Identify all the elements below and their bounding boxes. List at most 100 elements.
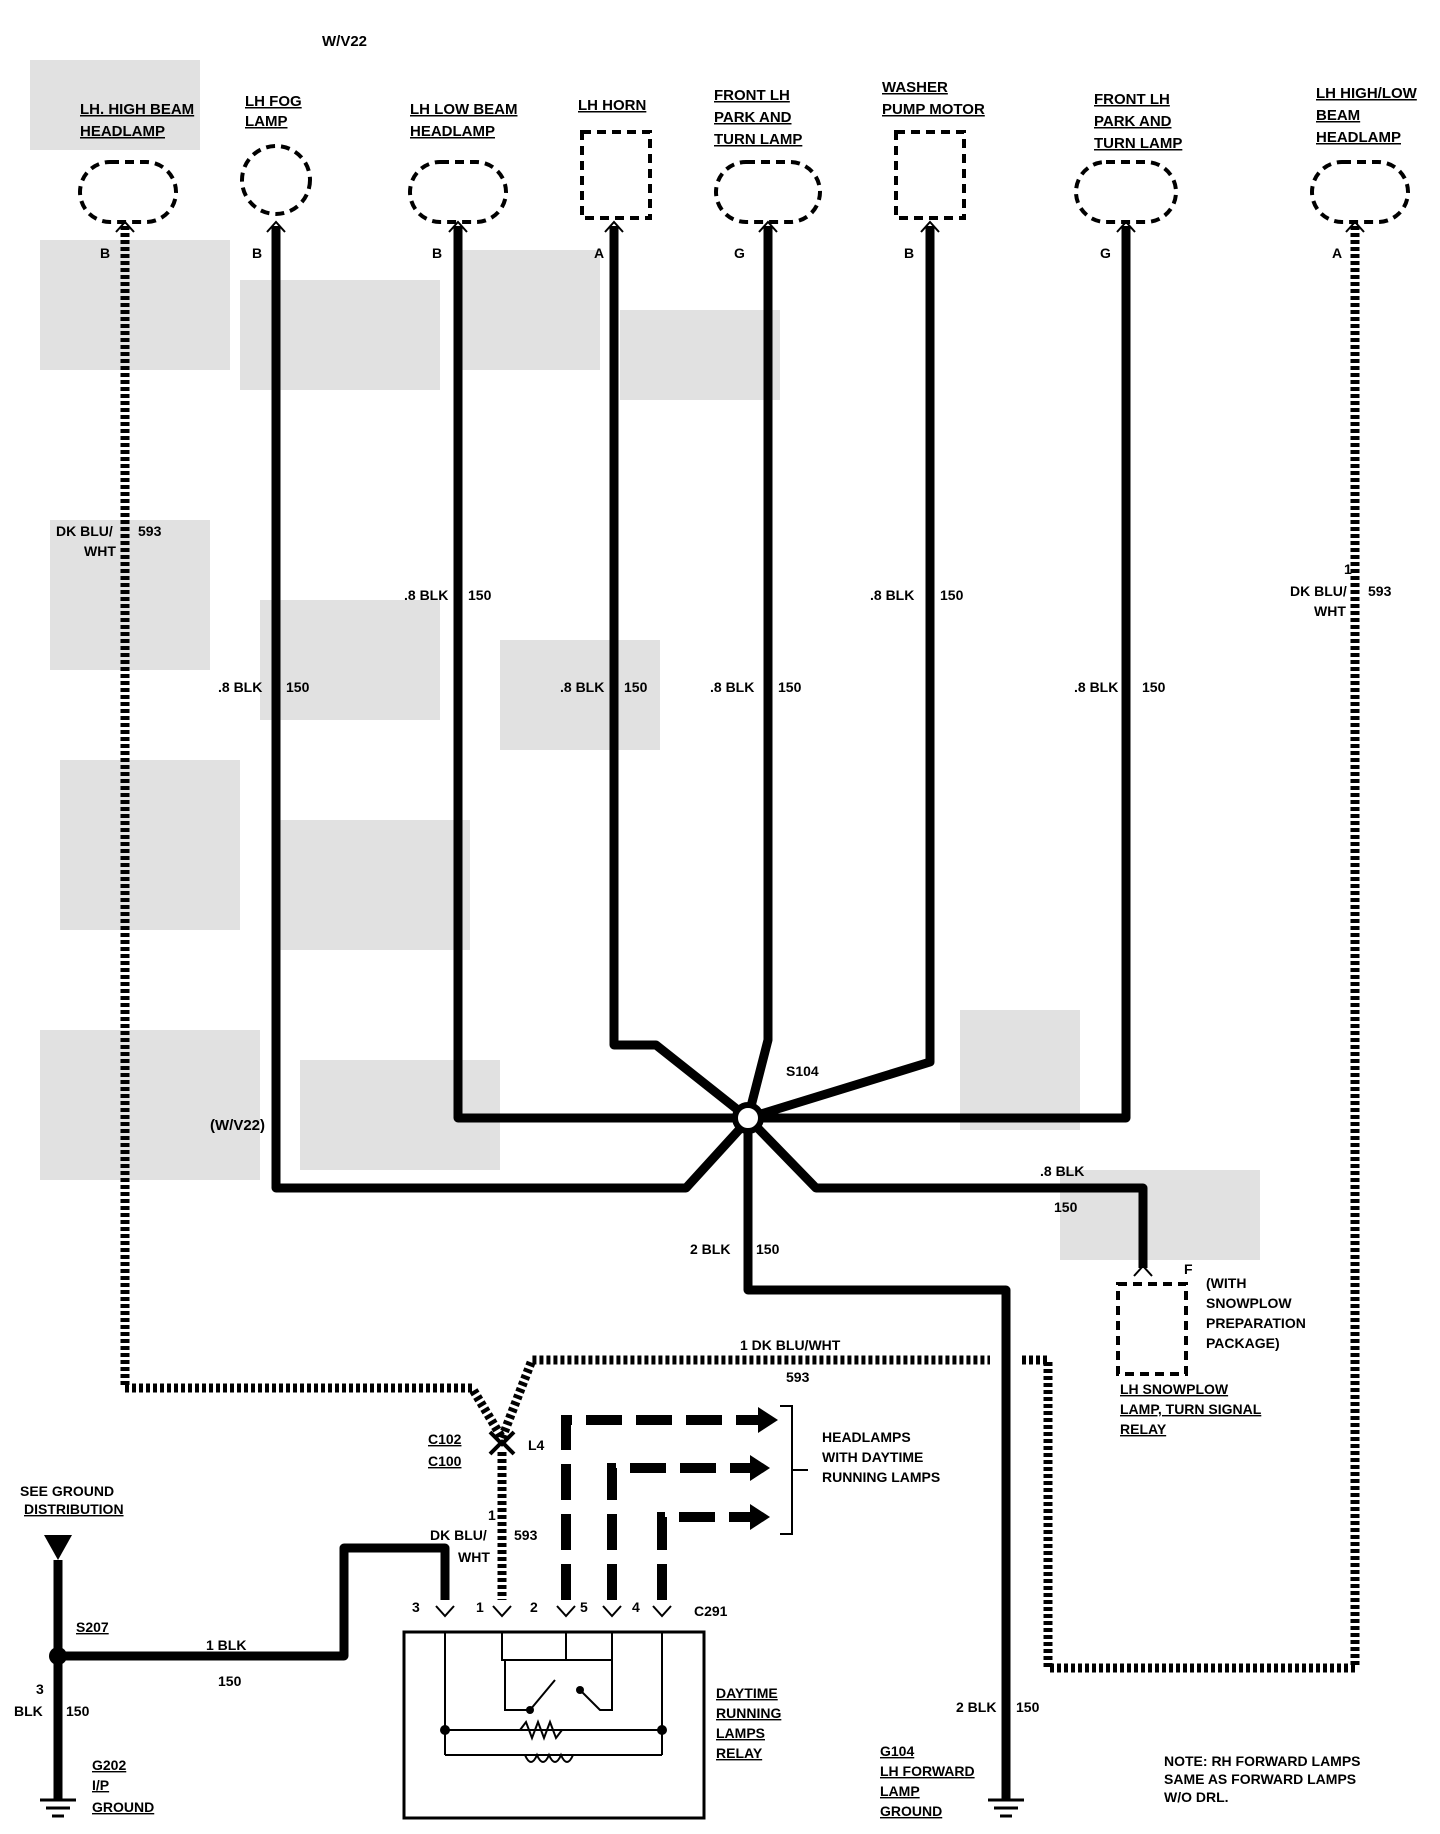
s104-label: S104 xyxy=(786,1063,819,1079)
lh-low-beam-label-2: HEADLAMP xyxy=(410,123,495,140)
see-ground-label-2: DISTRIBUTION xyxy=(24,1501,124,1517)
lh-high-beam-label-1: LH. HIGH BEAM xyxy=(80,101,194,118)
wire-label-park1-gauge: .8 BLK xyxy=(710,679,754,695)
lh-high-beam-label-2: HEADLAMP xyxy=(80,123,165,140)
c291-pin-2: 2 xyxy=(530,1599,538,1615)
lh-snowplow-relay-icon xyxy=(1116,1282,1188,1376)
wire-label-c102-circuit: 593 xyxy=(514,1527,538,1543)
wire-label-fog-gauge: .8 BLK xyxy=(218,679,262,695)
snowplow-relay-label-3: RELAY xyxy=(1120,1421,1167,1437)
wire-park1-blk-150 xyxy=(743,226,773,1120)
c291-pin-4: 4 xyxy=(632,1599,640,1615)
wire-dk-blu-wht-593-right xyxy=(1020,226,1360,1673)
drl-relay-label-2: RUNNING xyxy=(716,1705,781,1721)
wire-label-g202-color: BLK xyxy=(14,1703,43,1719)
wire-label-g104-circuit: 150 xyxy=(1016,1699,1040,1715)
wire-park2-blk-150 xyxy=(748,226,1131,1123)
headlamps-drl-label-1: HEADLAMPS xyxy=(822,1429,911,1445)
c291-label: C291 xyxy=(694,1603,728,1619)
wire-label-c102-gauge: 1 xyxy=(488,1507,496,1523)
snowplow-note-3: PREPARATION xyxy=(1206,1315,1306,1331)
lh-high-beam-headlamp-icon xyxy=(78,160,178,224)
pin-forks xyxy=(115,220,1365,1618)
wire-label-fog-circuit: 150 xyxy=(286,679,310,695)
front-lh-park-2-label-3: TURN LAMP xyxy=(1094,135,1182,152)
wire-label-g104-gauge: 2 BLK xyxy=(956,1699,996,1715)
snowplow-note-4: PACKAGE) xyxy=(1206,1335,1280,1351)
wire-label-park2-circuit: 150 xyxy=(1142,679,1166,695)
wire-label-low-gauge: .8 BLK xyxy=(404,587,448,603)
g104-label-3: LAMP xyxy=(880,1783,920,1799)
wire-label-c102-color-2: WHT xyxy=(458,1549,490,1565)
wire-label-top-color: 1 DK BLU/WHT xyxy=(740,1337,841,1353)
drl-relay-icon xyxy=(402,1630,706,1820)
snowplow-relay-label-2: LAMP, TURN SIGNAL xyxy=(1120,1401,1262,1417)
front-lh-park-1-label-2: PARK AND xyxy=(714,109,792,126)
wire-label-snowplow-circuit: 150 xyxy=(1054,1199,1078,1215)
g104-ground-icon xyxy=(988,1798,1024,1818)
wire-label-right-circuit: 593 xyxy=(1368,583,1392,599)
wire-s104-down-blk-150 xyxy=(743,1118,1011,1800)
headlamps-drl-label-2: WITH DAYTIME xyxy=(822,1449,923,1465)
wire-label-left-color-2: WHT xyxy=(84,543,116,559)
pin-lh-high-low: A xyxy=(1332,245,1342,261)
lh-high-low-label-3: HEADLAMP xyxy=(1316,129,1401,146)
wire-horn-blk-150 xyxy=(609,226,751,1122)
snowplow-note-1: (WITH xyxy=(1206,1275,1246,1291)
wire-label-right-color-2: WHT xyxy=(1314,603,1346,619)
arrow-drl-3 xyxy=(750,1504,770,1530)
drl-relay-label-4: RELAY xyxy=(716,1745,763,1761)
variant-label: W/V22 xyxy=(322,33,367,50)
wire-label-horn-gauge: .8 BLK xyxy=(560,679,604,695)
wire-label-s104-down-gauge: 2 BLK xyxy=(690,1241,730,1257)
see-ground-label-1: SEE GROUND xyxy=(20,1483,114,1499)
wire-label-g202-gauge: 3 xyxy=(36,1681,44,1697)
wire-label-top-circuit: 593 xyxy=(786,1369,810,1385)
wire-label-washer-gauge: .8 BLK xyxy=(870,587,914,603)
wire-drl-output-2 xyxy=(561,1415,760,1600)
lh-low-beam-headlamp-icon xyxy=(408,160,508,224)
g202-ground-icon xyxy=(40,1798,76,1818)
wire-label-left-color-1: DK BLU/ xyxy=(56,523,113,539)
wire-label-snowplow-gauge: .8 BLK xyxy=(1040,1163,1084,1179)
variant-label-paren: (W/V22) xyxy=(210,1117,265,1134)
wire-label-s207-circuit: 150 xyxy=(218,1673,242,1689)
lh-fog-label-1: LH FOG xyxy=(245,93,302,110)
lh-fog-lamp-icon xyxy=(240,144,312,216)
lh-low-beam-label-1: LH LOW BEAM xyxy=(410,101,517,118)
note-line-3: W/O DRL. xyxy=(1164,1789,1229,1805)
g104-label-1: G104 xyxy=(880,1743,914,1759)
wire-label-right-color-1: DK BLU/ xyxy=(1290,583,1347,599)
front-lh-park-2-label-2: PARK AND xyxy=(1094,113,1172,130)
wire-label-horn-circuit: 150 xyxy=(624,679,648,695)
g104-label-4: GROUND xyxy=(880,1803,942,1819)
lh-fog-label-2: LAMP xyxy=(245,113,288,130)
wire-label-park2-gauge: .8 BLK xyxy=(1074,679,1118,695)
wire-s207-blk-150 xyxy=(58,1543,450,1661)
arrow-drl-1 xyxy=(758,1407,778,1433)
lh-high-low-label-2: BEAM xyxy=(1316,107,1360,124)
c102-c100-connector-icon xyxy=(488,1430,516,1456)
snowplow-pin: F xyxy=(1184,1261,1193,1277)
lh-high-low-label-1: LH HIGH/LOW xyxy=(1316,85,1418,102)
c291-pin-3: 3 xyxy=(412,1599,420,1615)
snowplow-relay-label-1: LH SNOWPLOW xyxy=(1120,1381,1229,1397)
note-line-2: SAME AS FORWARD LAMPS xyxy=(1164,1771,1356,1787)
g202-label-1: G202 xyxy=(92,1757,126,1773)
lh-horn-label: LH HORN xyxy=(578,97,646,114)
c100-label: C100 xyxy=(428,1453,462,1469)
front-lh-park-1-label-1: FRONT LH xyxy=(714,87,790,104)
wire-label-s104-down-circuit: 150 xyxy=(756,1241,780,1257)
drl-relay-label-1: DAYTIME xyxy=(716,1685,778,1701)
washer-pump-label-2: PUMP MOTOR xyxy=(882,101,985,118)
wire-fog-blk-150 xyxy=(271,226,752,1193)
see-ground-arrow-icon xyxy=(44,1535,72,1560)
g202-label-3: GROUND xyxy=(92,1799,154,1815)
wire-washer-blk-150 xyxy=(746,226,935,1123)
g202-label-2: I/P xyxy=(92,1777,109,1793)
wire-dk-blu-wht-593-top xyxy=(497,1355,990,1440)
wire-label-low-circuit: 150 xyxy=(468,587,492,603)
pin-lh-horn: A xyxy=(594,245,604,261)
wire-label-washer-circuit: 150 xyxy=(940,587,964,603)
